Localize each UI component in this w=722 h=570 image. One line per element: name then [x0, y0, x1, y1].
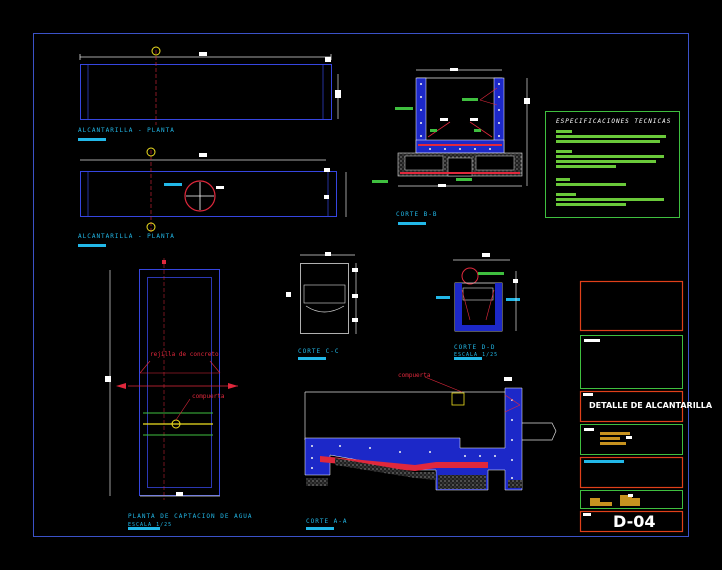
section-cc-label: CORTE D-D — [454, 344, 496, 351]
title-block — [579, 280, 684, 533]
callout-rejilla: rejilla de concreto — [150, 351, 219, 358]
small-elevation-label: CORTE C-C — [298, 348, 340, 355]
specs-title: ESPECIFICACIONES TECNICAS — [556, 118, 672, 125]
plan-captacion-scale: ESCALA 1/25 — [128, 522, 173, 528]
section-bb-label: CORTE B-B — [396, 211, 438, 218]
plan-view-top — [78, 46, 341, 141]
sheet-border — [33, 33, 689, 537]
plan-middle-label: ALCANTARILLA - PLANTA — [78, 233, 175, 240]
callout-compuerta-plan: compuerta — [192, 393, 225, 400]
drawing-title: DETALLE DE ALCANTARILLA — [589, 401, 713, 410]
callout-compuerta-section: compuerta — [398, 372, 431, 379]
section-cc-scale: ESCALA 1/25 — [454, 352, 499, 358]
small-elevation — [286, 252, 358, 360]
plan-top-label: ALCANTARILLA - PLANTA — [78, 127, 175, 134]
section-c-c — [436, 253, 520, 360]
plan-captacion — [105, 258, 238, 530]
sheet-code: D-04 — [613, 512, 656, 531]
plan-view-middle — [78, 147, 347, 247]
section-aa-label: CORTE A-A — [306, 518, 348, 525]
plan-captacion-label: PLANTA DE CAPTACION DE AGUA — [128, 513, 253, 520]
section-a-a — [304, 376, 557, 530]
specifications-box — [545, 111, 680, 218]
section-b-b — [372, 68, 530, 225]
